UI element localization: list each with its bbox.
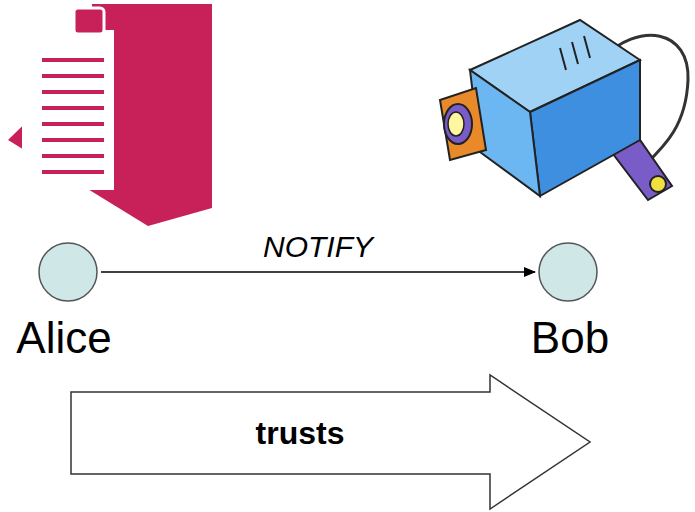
clipboard-icon — [8, 4, 212, 226]
person-node: Bob — [538, 242, 598, 302]
edge-label: NOTIFY — [260, 232, 376, 262]
arrow-label: trusts — [256, 417, 345, 449]
node-name: Alice — [16, 316, 111, 360]
circle-outline — [538, 242, 598, 302]
node-name: Bob — [531, 316, 609, 360]
trust-arrow: trusts — [70, 374, 592, 510]
camera-icon — [440, 20, 688, 200]
message-arrow — [101, 271, 535, 273]
circle-outline — [38, 242, 98, 302]
person-node: Alice — [38, 242, 98, 302]
